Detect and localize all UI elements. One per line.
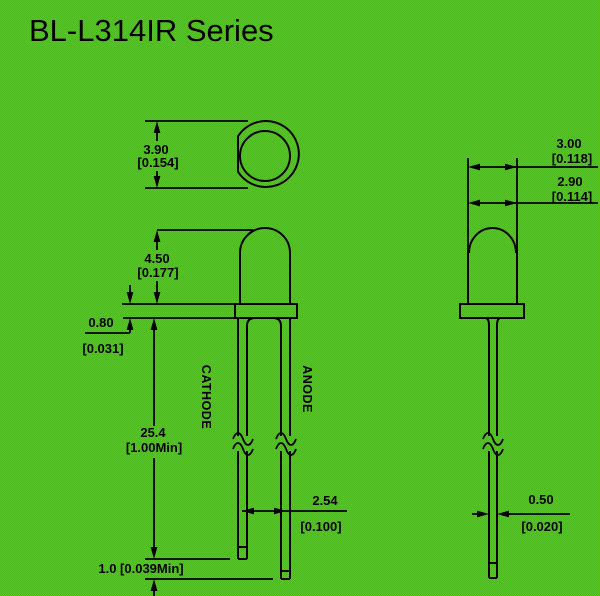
arrow-right (505, 163, 517, 171)
flange-thickness-dim-line (85, 285, 131, 334)
arrow-left (468, 163, 480, 171)
arrow-up (150, 318, 158, 330)
arrow-up (153, 121, 161, 133)
side-extension-lines (467, 158, 518, 250)
lead-length-inch: [1.00Min] (126, 440, 182, 455)
side-body-outline (467, 227, 518, 304)
top-view-body-circle (239, 130, 291, 182)
front-body-outline (239, 227, 291, 304)
top-view: 3.90 [0.154] (137, 120, 300, 189)
top-view-extension-lines (145, 120, 248, 189)
dome-diameter-mm: 2.90 (557, 174, 582, 189)
flange-diameter-mm: 3.90 (143, 142, 168, 157)
lead-length-mm: 25.4 (140, 425, 166, 440)
cathode-label: CATHODE (199, 365, 213, 429)
front-leads-lower (237, 451, 291, 580)
side-view: 3.00 [0.118] 2.90 [0.114] 0.50 [0.020] (459, 136, 598, 579)
lead-thickness-mm: 0.50 (528, 492, 553, 507)
arrow-down (126, 292, 134, 304)
flange-thickness-inch: [0.031] (82, 341, 123, 356)
front-flange-outline (234, 303, 298, 319)
lead-pitch-mm: 2.54 (312, 493, 338, 508)
dome-diameter-inch: [0.114] (552, 189, 592, 204)
page-title: BL-L314IR Series (29, 13, 274, 48)
arrow-down (153, 176, 161, 188)
top-view-flange-outline (237, 120, 300, 188)
body-diameter-mm: 3.00 (556, 136, 581, 151)
tip-offset-lines (145, 558, 273, 596)
lead-pitch-inch: [0.100] (300, 519, 341, 534)
front-leads-upper (237, 317, 291, 436)
tip-offset-text: 1.0 [0.039Min] (98, 561, 183, 576)
arrow-left (468, 199, 480, 207)
anode-label: ANODE (300, 365, 314, 413)
arrow-up (153, 230, 161, 242)
side-lead-break-marks (482, 432, 504, 456)
epoxy-height-mm: 4.50 (144, 251, 169, 266)
flange-diameter-inch: [0.154] (137, 155, 178, 170)
body-diameter-inch: [0.118] (552, 151, 592, 166)
arrow-up (126, 318, 134, 330)
arrow-left (242, 507, 254, 515)
arrow-right (274, 507, 286, 515)
arrow-right (505, 199, 517, 207)
arrow-up (150, 579, 158, 591)
lead-thickness-inch: [0.020] (521, 519, 562, 534)
side-flange-outline (459, 303, 525, 319)
flange-thickness-mm: 0.80 (88, 315, 113, 330)
side-lead-lower (488, 451, 498, 579)
front-view: 4.50 [0.177] 0.80 [0.031] CATHODE ANODE … (82, 227, 347, 596)
arrow-down (150, 547, 158, 559)
arrow-right (477, 510, 489, 518)
arrow-left (497, 510, 509, 518)
arrow-down (153, 292, 161, 304)
front-extension-lines (122, 229, 253, 319)
side-lead-upper (485, 317, 501, 436)
epoxy-height-inch: [0.177] (137, 265, 178, 280)
lead-break-marks (232, 432, 297, 456)
